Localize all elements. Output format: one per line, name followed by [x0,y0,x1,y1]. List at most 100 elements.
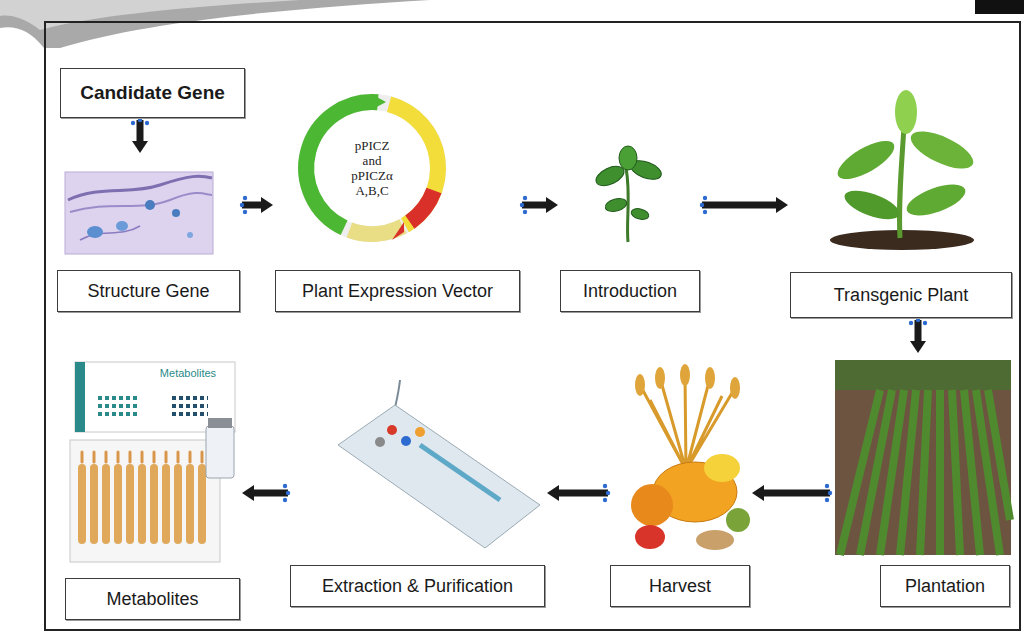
arrow-dot [703,196,707,200]
flow-arrow-group [131,118,149,141]
ampoules [82,468,202,540]
flow-arrow [522,202,546,209]
output-box: Metabolites [65,355,240,620]
flow-arrow [559,490,608,497]
arrow-dot [916,318,920,322]
arrow-dot [138,118,142,122]
arrow-dot [520,203,524,207]
arrow-dot [240,203,244,207]
arrow-dot [825,484,829,488]
plasmid-label: pPICZ and pPICZα A,B,C [344,138,400,198]
step-label: Harvest [649,576,711,597]
seedling-leaf [619,146,637,170]
step-label: Metabolites [106,589,198,610]
flow-arrow-group [254,484,290,502]
field [835,360,1011,555]
figure-frame [45,22,1020,630]
wheat-head [705,367,715,389]
arrow-dot [923,321,927,325]
wheat-head [730,377,740,399]
wheat-head [635,374,645,396]
step-label: Extraction & Purification [322,576,513,597]
arrow-dot [603,484,607,488]
step-label: Plantation [905,576,985,597]
step-box: Introduction [560,120,700,312]
pumpkin [631,484,673,526]
label-box: Candidate Gene [60,68,245,118]
flow-arrow-group [559,484,610,502]
label-box: Metabolites [65,578,240,620]
vial-cap [208,418,232,428]
seedling-leaf [604,196,628,213]
kit-lid [75,362,235,432]
label-box: Structure Gene [57,270,240,312]
squash [704,454,740,482]
seedling-leaf [630,207,650,221]
step-box: Extraction & Purification [290,355,545,607]
arrow-dot [523,196,527,200]
plasmid-segment [410,191,434,223]
kit-dots [98,398,138,414]
pepper [635,525,665,549]
arrow-dot [283,498,287,502]
gene-picture [65,172,213,254]
label-box: Transgenic Plant [790,272,1012,318]
plasmid-ring [306,102,438,234]
step-box: Plant Expression Vector [275,80,520,312]
flow-arrow-group [909,318,927,341]
step-box: Structure Gene [57,155,240,312]
potato [696,530,734,550]
ribosome [116,221,128,231]
chip-channel [420,445,500,500]
ampoule-necks [82,452,202,462]
flow-arrow [702,202,776,209]
label-box: Harvest [610,565,750,607]
step-box: Transgenic Plant [790,90,1012,318]
chip-well [401,436,411,446]
arrow-dot [828,491,832,495]
chip-well [415,427,425,437]
arrow-dot [523,210,527,214]
step-label: Plant Expression Vector [302,281,493,302]
arrow-dot [145,121,149,125]
step-label: Structure Gene [87,281,209,302]
flow-arrow-group [700,196,776,214]
arrow-dot [909,321,913,325]
label-box: Plantation [880,565,1010,607]
arrow-dot [283,484,287,488]
step-label: Introduction [583,281,677,302]
arrow-dot [243,210,247,214]
plant-leaf [903,178,969,222]
step-label: Candidate Gene [80,82,225,104]
ribosome [87,226,103,238]
plasmid-segment [349,226,403,234]
vial [206,426,234,478]
flow-arrow [137,120,144,141]
arrow-dot [131,121,135,125]
dna-strand [68,176,212,200]
wheat-head [655,367,665,389]
input-box: Candidate Gene [60,68,245,118]
plant-leaf [841,185,903,226]
plasmid-segment [389,104,438,225]
kit-dots [172,398,208,414]
dna-strand [70,193,212,212]
flow-arrow-group [520,196,546,214]
protein-blob [187,232,193,238]
mrna-strand [80,226,140,240]
arrow-dot [700,203,704,207]
plant-leaf [906,124,979,176]
kit-tray [70,440,220,562]
flow-arrow-group [240,196,261,214]
step-label: Transgenic Plant [834,285,968,306]
arrow-dot [286,491,290,495]
arrow-dot [703,210,707,214]
corner-bar [975,0,1024,14]
flow-arrow [915,320,922,341]
label-box: Introduction [560,270,700,312]
plant-leaf [832,134,899,187]
arrow-dot [243,196,247,200]
protein-blob [172,209,180,217]
flow-arrow [764,490,830,497]
